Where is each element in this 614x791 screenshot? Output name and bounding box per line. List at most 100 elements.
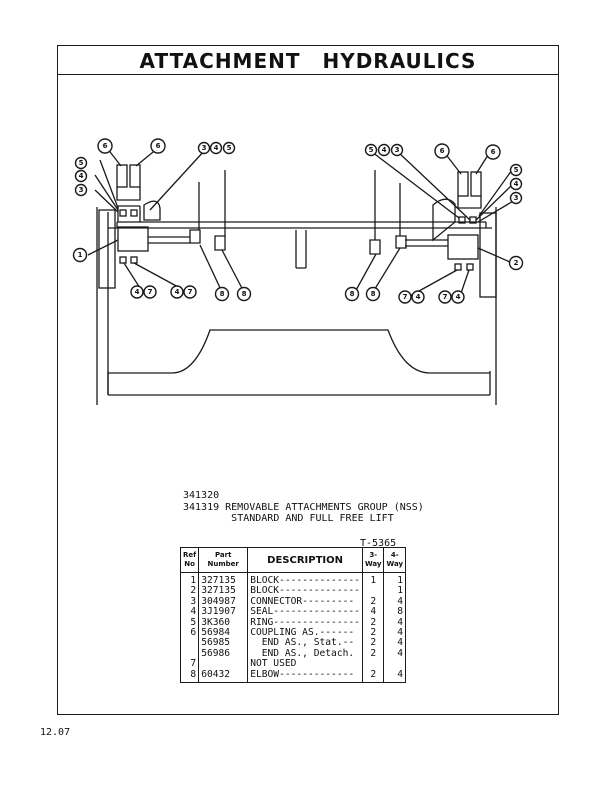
callout-2 xyxy=(508,255,524,271)
right-block xyxy=(447,234,479,260)
group-number-2: 341319 REMOVABLE ATTACHMENTS GROUP (NSS) xyxy=(183,501,424,513)
cell-desc: END AS., Stat.-- xyxy=(247,638,363,649)
cell-desc: BLOCK-------------- xyxy=(247,585,363,597)
callout-3-left xyxy=(74,183,88,197)
cell-desc: NOT USED xyxy=(247,658,363,670)
callout-7-bottom-left-a xyxy=(143,285,157,299)
group-description: 341320 341319 REMOVABLE ATTACHMENTS GROU… xyxy=(183,490,424,525)
cell-q3: 2 xyxy=(361,627,385,639)
cell-part: 304987 xyxy=(198,596,249,608)
svg-text:4: 4 xyxy=(456,293,461,301)
cell-part: 56986 xyxy=(198,648,249,660)
table-row: 7 NOT USED xyxy=(179,658,407,670)
cell-q3: 2 xyxy=(361,669,385,684)
callout-4-bottom-left-a xyxy=(130,285,144,299)
cell-q3 xyxy=(361,659,385,670)
cell-desc: ELBOW------------- xyxy=(247,669,363,684)
right-coupling-b xyxy=(470,171,482,197)
callout-1 xyxy=(72,247,88,263)
svg-text:3: 3 xyxy=(79,186,84,194)
svg-text:6: 6 xyxy=(156,142,161,150)
cell-q3 xyxy=(361,586,385,597)
callout-4-bottom-left-b xyxy=(170,285,184,299)
cell-q3: 2 xyxy=(361,617,385,629)
cell-ref: 7 xyxy=(179,658,200,670)
svg-text:8: 8 xyxy=(242,290,247,298)
svg-text:7: 7 xyxy=(403,293,408,301)
cell-q3: 2 xyxy=(361,648,385,660)
left-coupling-b xyxy=(129,164,141,188)
lower-plate xyxy=(108,329,490,374)
callout-7-bottom-right-a xyxy=(398,290,412,304)
center-post xyxy=(295,230,307,269)
callout-3-top-right xyxy=(390,143,404,157)
callout-7-bottom-right-b xyxy=(438,290,452,304)
svg-text:6: 6 xyxy=(440,147,445,155)
cell-ref: 3 xyxy=(179,596,200,608)
left-coupling-a xyxy=(116,164,128,188)
right-coupling-a xyxy=(457,171,469,197)
left-elbows xyxy=(189,229,226,251)
svg-text:4: 4 xyxy=(382,146,387,154)
cell-q3: 2 xyxy=(361,596,385,608)
svg-text:4: 4 xyxy=(416,293,421,301)
callout-4-left xyxy=(74,169,88,183)
cell-ref: 5 xyxy=(179,617,200,629)
callout-7-bottom-left-b xyxy=(183,285,197,299)
cell-q4: 8 xyxy=(383,606,407,618)
cell-part: 3K360 xyxy=(198,617,249,629)
callout-4-bottom-right-a xyxy=(411,290,425,304)
header-part-number: Part Number xyxy=(198,547,249,573)
svg-text:4: 4 xyxy=(214,144,219,152)
parts-table: Ref No Part Number DESCRIPTION 3-Way 4-W… xyxy=(179,547,407,684)
svg-text:4: 4 xyxy=(514,180,519,188)
cell-ref: 6 xyxy=(179,627,200,639)
cell-q4: 4 xyxy=(383,648,407,660)
svg-text:6: 6 xyxy=(103,142,108,150)
page-number: 12.07 xyxy=(40,727,71,738)
svg-text:5: 5 xyxy=(227,144,232,152)
left-block xyxy=(117,226,149,252)
group-number-1: 341320 xyxy=(183,490,220,501)
callout-6-left-b xyxy=(150,138,166,154)
cell-part: 327135 xyxy=(198,585,249,597)
callout-5-top-right xyxy=(364,143,378,157)
header-3-way: 3-Way xyxy=(361,547,385,573)
cell-part: 327135 xyxy=(198,572,249,587)
group-subtitle: STANDARD AND FULL FREE LIFT xyxy=(231,513,394,524)
svg-text:3: 3 xyxy=(395,146,400,154)
cell-desc: BLOCK-------------- xyxy=(247,572,363,587)
cell-q4: 4 xyxy=(383,617,407,629)
svg-text:8: 8 xyxy=(371,290,376,298)
cell-ref: 2 xyxy=(179,585,200,597)
cell-part xyxy=(198,659,249,670)
svg-text:7: 7 xyxy=(443,293,448,301)
svg-text:5: 5 xyxy=(369,146,374,154)
callout-5-left xyxy=(74,156,88,170)
svg-text:7: 7 xyxy=(148,288,153,296)
cell-part: 56984 xyxy=(198,627,249,639)
cell-q4: 4 xyxy=(383,638,407,649)
cell-ref: 4 xyxy=(179,606,200,618)
svg-text:6: 6 xyxy=(491,148,496,156)
callout-8-right-a xyxy=(344,286,360,302)
callout-4-top-left xyxy=(209,141,223,155)
cell-q4: 4 xyxy=(383,669,407,684)
svg-text:2: 2 xyxy=(514,259,519,267)
cell-part: 3J1907 xyxy=(198,606,249,618)
svg-text:5: 5 xyxy=(79,159,84,167)
callout-8-right-b xyxy=(365,286,381,302)
cell-ref xyxy=(179,648,200,660)
callout-4-bottom-right-b xyxy=(451,290,465,304)
callout-8-left-a xyxy=(214,286,230,302)
header-4-way: 4-Way xyxy=(383,547,407,573)
cell-desc: COUPLING AS.------ xyxy=(247,627,363,639)
cell-ref: 1 xyxy=(179,572,200,587)
